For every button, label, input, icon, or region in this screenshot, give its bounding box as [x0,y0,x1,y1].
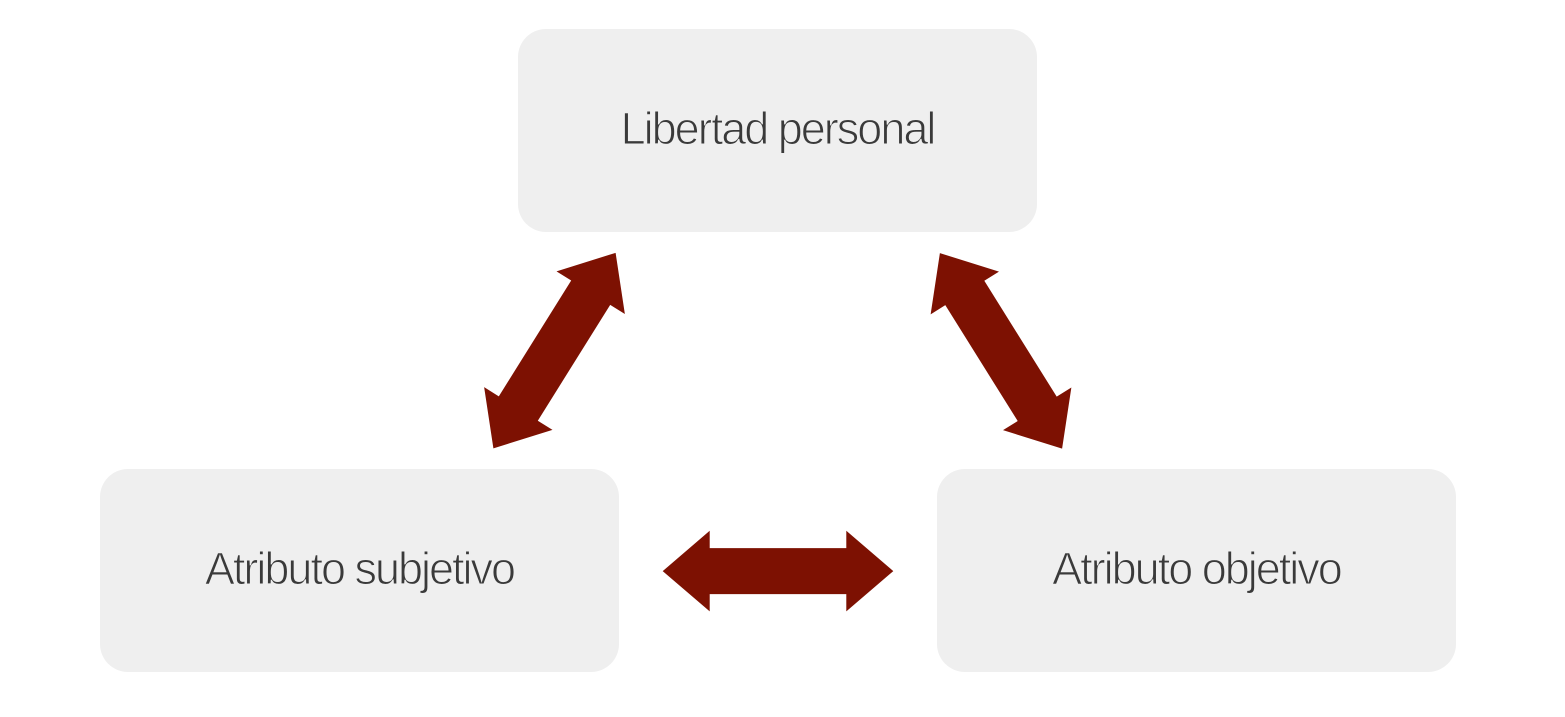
node-atributo-subjetivo: Atributo subjetivo [100,469,619,672]
node-libertad-personal: Libertad personal [518,29,1037,232]
arrow-libertad-subjetivo [484,252,625,449]
node-label-atributo-subjetivo: Atributo subjetivo [204,542,516,594]
arrow-libertad-objetivo [930,253,1072,449]
node-atributo-objetivo: Atributo objetivo [937,469,1456,672]
node-label-libertad-personal: Libertad personal [620,102,937,154]
arrow-subjetivo-objetivo [662,530,894,612]
node-label-atributo-objetivo: Atributo objetivo [1052,542,1344,594]
